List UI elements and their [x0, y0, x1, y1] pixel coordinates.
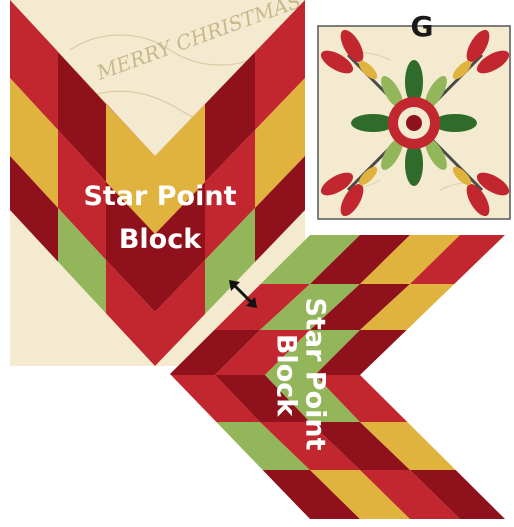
block-b-label-line1: Star Point [302, 297, 329, 450]
applique-block-g [317, 26, 512, 220]
block-a-label-line2: Block [60, 226, 260, 253]
block-letter-label: G [407, 10, 437, 43]
block-a-label-line1: Star Point [60, 183, 260, 210]
flower-center [388, 97, 440, 149]
block-b-label-line2: Block [273, 334, 300, 416]
svg-text:MERRY: MERRY [415, 353, 465, 437]
